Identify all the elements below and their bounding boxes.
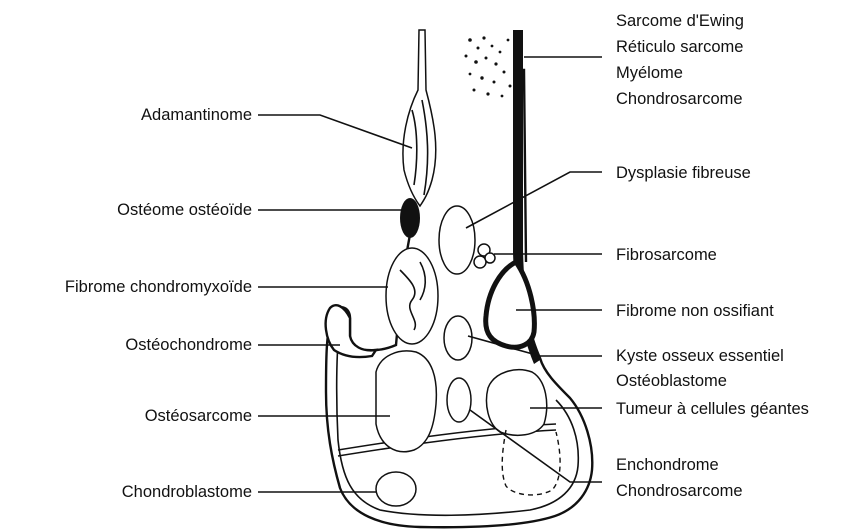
label-tumeur-cellules-geantes: Tumeur à cellules géantes — [616, 400, 809, 418]
osteochondroma — [326, 305, 376, 357]
label-osteoblastome: Ostéoblastome — [616, 372, 727, 390]
giant-cell-tumor — [487, 370, 547, 436]
label-fibrome-chondromyxoide: Fibrome chondromyxoïde — [65, 278, 252, 296]
label-sarcome-ewing: Sarcome d'Ewing — [616, 12, 744, 30]
label-enchondrome: Enchondrome — [616, 456, 719, 474]
osteoid-osteoma — [400, 198, 420, 238]
right-labels: Sarcome d'Ewing Réticulo sarcome Myélome… — [616, 12, 809, 500]
label-reticulo-sarcome: Réticulo sarcome — [616, 38, 743, 56]
label-dysplasie-fibreuse: Dysplasie fibreuse — [616, 164, 751, 182]
ewing-sarcoma-speckle — [465, 36, 512, 97]
label-osteome-osteoide: Ostéome ostéoïde — [117, 201, 252, 219]
bone-cyst — [444, 316, 472, 360]
label-chondrosarcome-top: Chondrosarcome — [616, 90, 743, 108]
adamantinoma — [403, 30, 436, 206]
left-labels: Adamantinome Ostéome ostéoïde Fibrome ch… — [65, 106, 252, 501]
bone-outline — [326, 70, 592, 527]
label-osteochondrome: Ostéochondrome — [125, 336, 252, 354]
label-fibrome-non-ossifiant: Fibrome non ossifiant — [616, 302, 774, 320]
osteosarcoma — [376, 351, 436, 452]
fibrous-dysplasia — [439, 206, 475, 274]
label-osteosarcome: Ostéosarcome — [145, 407, 252, 425]
enchondroma — [447, 378, 471, 422]
label-fibrosarcome: Fibrosarcome — [616, 246, 717, 264]
label-kyste-osseux: Kyste osseux essentiel — [616, 347, 784, 365]
bone-illustration — [326, 30, 593, 527]
chondroblastoma — [376, 472, 416, 506]
label-chondrosarcome-bottom: Chondrosarcome — [616, 482, 743, 500]
label-myelome: Myélome — [616, 64, 683, 82]
chondromyxoid-fibroma — [386, 248, 438, 344]
label-chondroblastome: Chondroblastome — [122, 483, 252, 501]
label-adamantinome: Adamantinome — [141, 106, 252, 124]
